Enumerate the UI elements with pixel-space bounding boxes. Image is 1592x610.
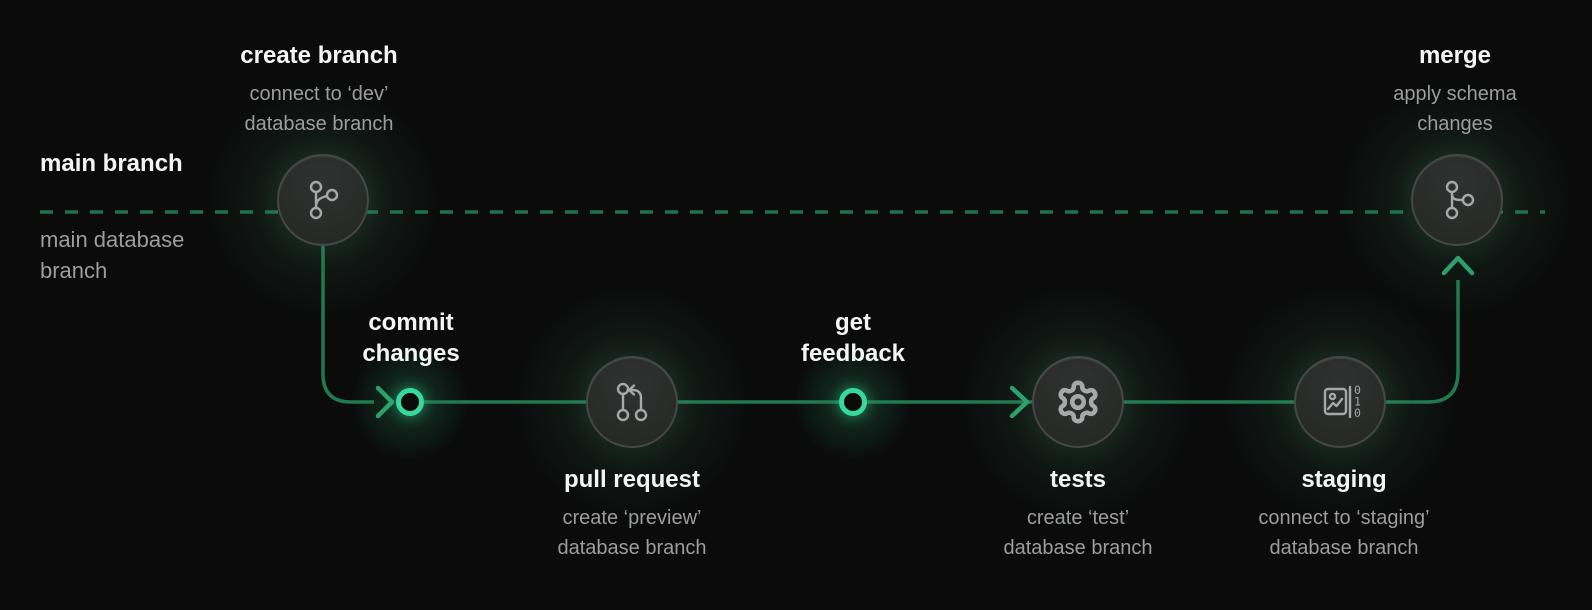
gear-icon xyxy=(1058,380,1098,424)
main-branch-label: main branch xyxy=(40,148,183,179)
image-to-binary-icon: 0 1 0 xyxy=(1323,383,1361,420)
feature-branch-line xyxy=(321,246,1460,404)
node-create-branch xyxy=(277,154,369,246)
step-title: create branch xyxy=(240,42,398,69)
arrow-to-tests xyxy=(1009,385,1030,419)
git-pull-request-icon xyxy=(616,382,648,422)
step-title: tests xyxy=(1049,466,1107,493)
commit-changes-label: commit changes xyxy=(362,309,460,367)
get-feedback-label: get feedback xyxy=(800,309,906,367)
main-database-branch-label: main database branch xyxy=(40,227,185,283)
commit-ring xyxy=(396,388,424,416)
step-title: merge xyxy=(1418,42,1492,69)
merge-label: merge apply schema changes xyxy=(1393,42,1517,135)
git-merge-icon xyxy=(1445,180,1475,220)
svg-text:1: 1 xyxy=(1354,395,1361,409)
node-staging: 0 1 0 xyxy=(1294,356,1386,448)
svg-text:0: 0 xyxy=(1354,383,1361,397)
node-tests xyxy=(1032,356,1124,448)
svg-text:0: 0 xyxy=(1354,406,1361,420)
step-title: staging xyxy=(1301,466,1387,493)
pull-request-label: pull request create ‘preview’ database b… xyxy=(557,466,707,559)
feedback-ring xyxy=(839,388,867,416)
create-branch-label: create branch connect to ‘dev’ database … xyxy=(240,42,398,135)
staging-label: staging connect to ‘staging’ database br… xyxy=(1258,466,1430,559)
main-branch-title: main branch xyxy=(40,150,183,177)
tests-label: tests create ‘test’ database branch xyxy=(1003,466,1153,559)
git-branch-icon xyxy=(309,180,339,220)
arrow-to-commit xyxy=(375,385,395,419)
arrow-to-merge xyxy=(1441,255,1475,276)
node-merge xyxy=(1411,154,1503,246)
node-pull-request xyxy=(586,356,678,448)
step-title: pull request xyxy=(563,466,701,493)
